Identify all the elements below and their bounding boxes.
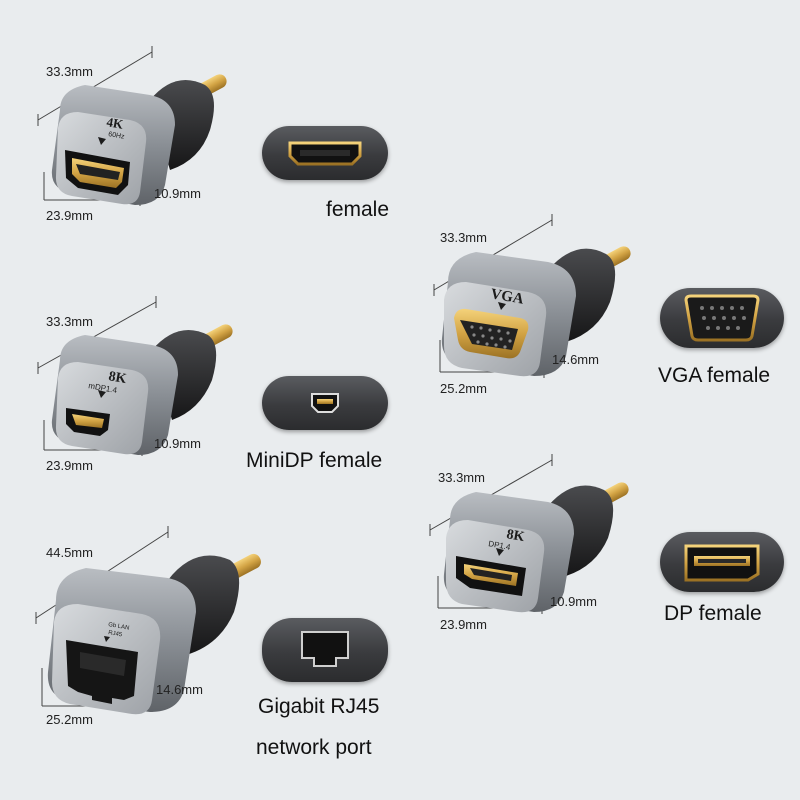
minidp-height-dim: 10.9mm <box>154 436 201 451</box>
vga-caption: VGA female <box>658 364 771 387</box>
rj45-length-dim: 44.5mm <box>46 545 93 560</box>
dp-length-dim: 33.3mm <box>438 470 485 485</box>
minidp-port-icon <box>311 393 339 413</box>
hdmi-width-dim: 23.9mm <box>46 208 93 223</box>
hdmi-port-pill <box>262 126 388 180</box>
rj45-caption-line-2: network port <box>256 736 372 759</box>
vga-height-dim: 14.6mm <box>552 352 599 367</box>
hdmi-caption: female <box>326 198 390 221</box>
rj45-caption-line-1: Gigabit RJ45 <box>258 695 380 718</box>
vga-width-dim: 25.2mm <box>440 381 487 396</box>
rj45-port-icon <box>301 631 349 667</box>
displayport-port-icon <box>684 544 760 582</box>
vga-port-icon <box>684 294 760 342</box>
rj45-face-sub-2: RJ45 <box>108 630 123 638</box>
hdmi-port-icon <box>288 141 362 166</box>
minidp-port-pill <box>262 376 388 430</box>
rj45-height-dim: 14.6mm <box>156 682 203 697</box>
rj45-face-sub-1: Gb LAN <box>108 622 130 632</box>
minidp-width-dim: 23.9mm <box>46 458 93 473</box>
vga-length-dim: 33.3mm <box>440 230 487 245</box>
dp-face-sub: DP1.4 <box>488 539 512 552</box>
dp-width-dim: 23.9mm <box>440 617 487 632</box>
dp-port-pill <box>660 532 784 592</box>
hdmi-face-sub: 60Hz <box>108 131 126 141</box>
hdmi-height-dim: 10.9mm <box>154 186 201 201</box>
minidp-face-label: 8K <box>107 369 127 387</box>
minidp-caption: MiniDP female <box>246 449 383 472</box>
hdmi-length-dim: 33.3mm <box>46 64 93 79</box>
dp-face-label: 8K <box>505 527 525 545</box>
dp-caption: DP female <box>664 602 762 625</box>
minidp-length-dim: 33.3mm <box>46 314 93 329</box>
hdmi-face-label: 4K <box>105 114 125 132</box>
rj45-width-dim: 25.2mm <box>46 712 93 727</box>
vga-port-pill <box>660 288 784 348</box>
rj45-port-pill <box>262 618 388 682</box>
dp-height-dim: 10.9mm <box>550 594 597 609</box>
